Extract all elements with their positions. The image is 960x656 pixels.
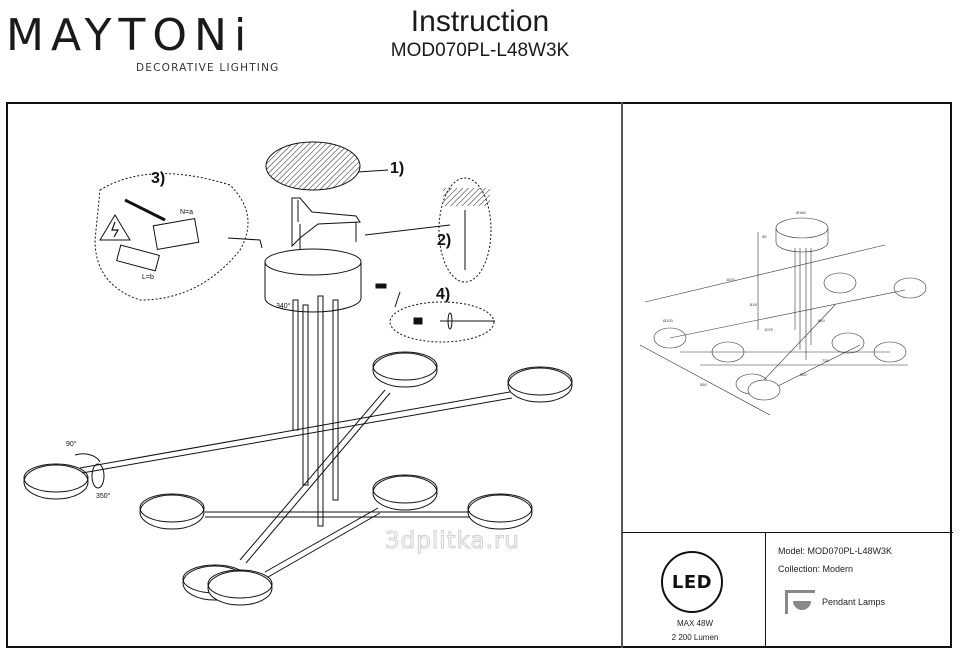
document-header: Instruction MOD070PL-L48W3K — [380, 4, 580, 62]
step-4-label: 4) — [436, 286, 451, 303]
led-badge: LED — [661, 551, 723, 613]
brand-tagline: DECORATIVE LIGHTING — [136, 62, 280, 74]
live-label: L=b — [142, 274, 154, 281]
info-divider — [622, 532, 953, 533]
dim-height: 818 — [750, 302, 757, 307]
led-badge-text: LED — [671, 571, 713, 593]
spec-divider — [765, 533, 766, 648]
dimension-drawing — [639, 217, 927, 416]
dim-diag-2: 726 — [822, 358, 829, 363]
fuse-frame — [115, 244, 161, 272]
model-info: Model: MOD070PL-L48W3K — [778, 546, 893, 556]
mounting-bracket — [291, 197, 361, 248]
step-2-label: 2) — [437, 232, 452, 249]
brand-logo: MAYTONi — [6, 14, 253, 58]
neutral-label: N=a — [180, 209, 193, 216]
detail-bubble-3 — [94, 173, 249, 301]
power-spec: MAX 48W — [676, 619, 713, 628]
dim-diag-4: 550 — [700, 382, 707, 387]
detail-bubble-4 — [389, 301, 495, 343]
suspension-rods — [292, 295, 339, 527]
pendant-lamp-icon — [785, 590, 815, 614]
lumen-spec: 2 200 Lumen — [671, 633, 719, 642]
warning-icon — [99, 214, 131, 241]
detail-bubble-2 — [438, 177, 492, 283]
watermark: 3dplitka.ru — [385, 528, 520, 555]
category-info: Pendant Lamps — [822, 597, 886, 607]
dim-diag-1: 860 — [818, 318, 825, 323]
brand-name: MAYTONi — [6, 10, 254, 61]
model-number: MOD070PL-L48W3K — [390, 40, 570, 61]
step-1-label: 1) — [390, 160, 405, 177]
panel-divider — [621, 102, 623, 648]
dim-lamp-diameter: Ø120 — [663, 318, 674, 323]
drawing-frame — [6, 102, 952, 648]
canopy-top — [264, 248, 362, 276]
arm-diagonal-1 — [239, 389, 386, 561]
canopy-rotation-label: 340° — [276, 302, 291, 310]
spin-label: 350° — [96, 492, 111, 500]
document-title: Instruction — [410, 5, 550, 38]
ceiling-plate — [265, 141, 361, 191]
arm-diagonal-2 — [264, 507, 379, 573]
lamp-heads — [23, 351, 573, 606]
tilt-label: 90° — [66, 440, 77, 448]
collection-info: Collection: Modern — [778, 564, 854, 574]
dim-canopy-height: 55 — [762, 234, 767, 239]
dim-span: 1670 — [726, 277, 736, 282]
terminal-block — [152, 217, 200, 251]
canopy-body — [264, 262, 362, 313]
dim-diag-3: 560 — [800, 372, 807, 377]
step-3-label: 3) — [151, 170, 166, 187]
dim-lower-span: 1070 — [764, 327, 774, 332]
arm-upper — [79, 391, 511, 469]
dim-canopy-diameter: Ø160 — [796, 210, 807, 215]
